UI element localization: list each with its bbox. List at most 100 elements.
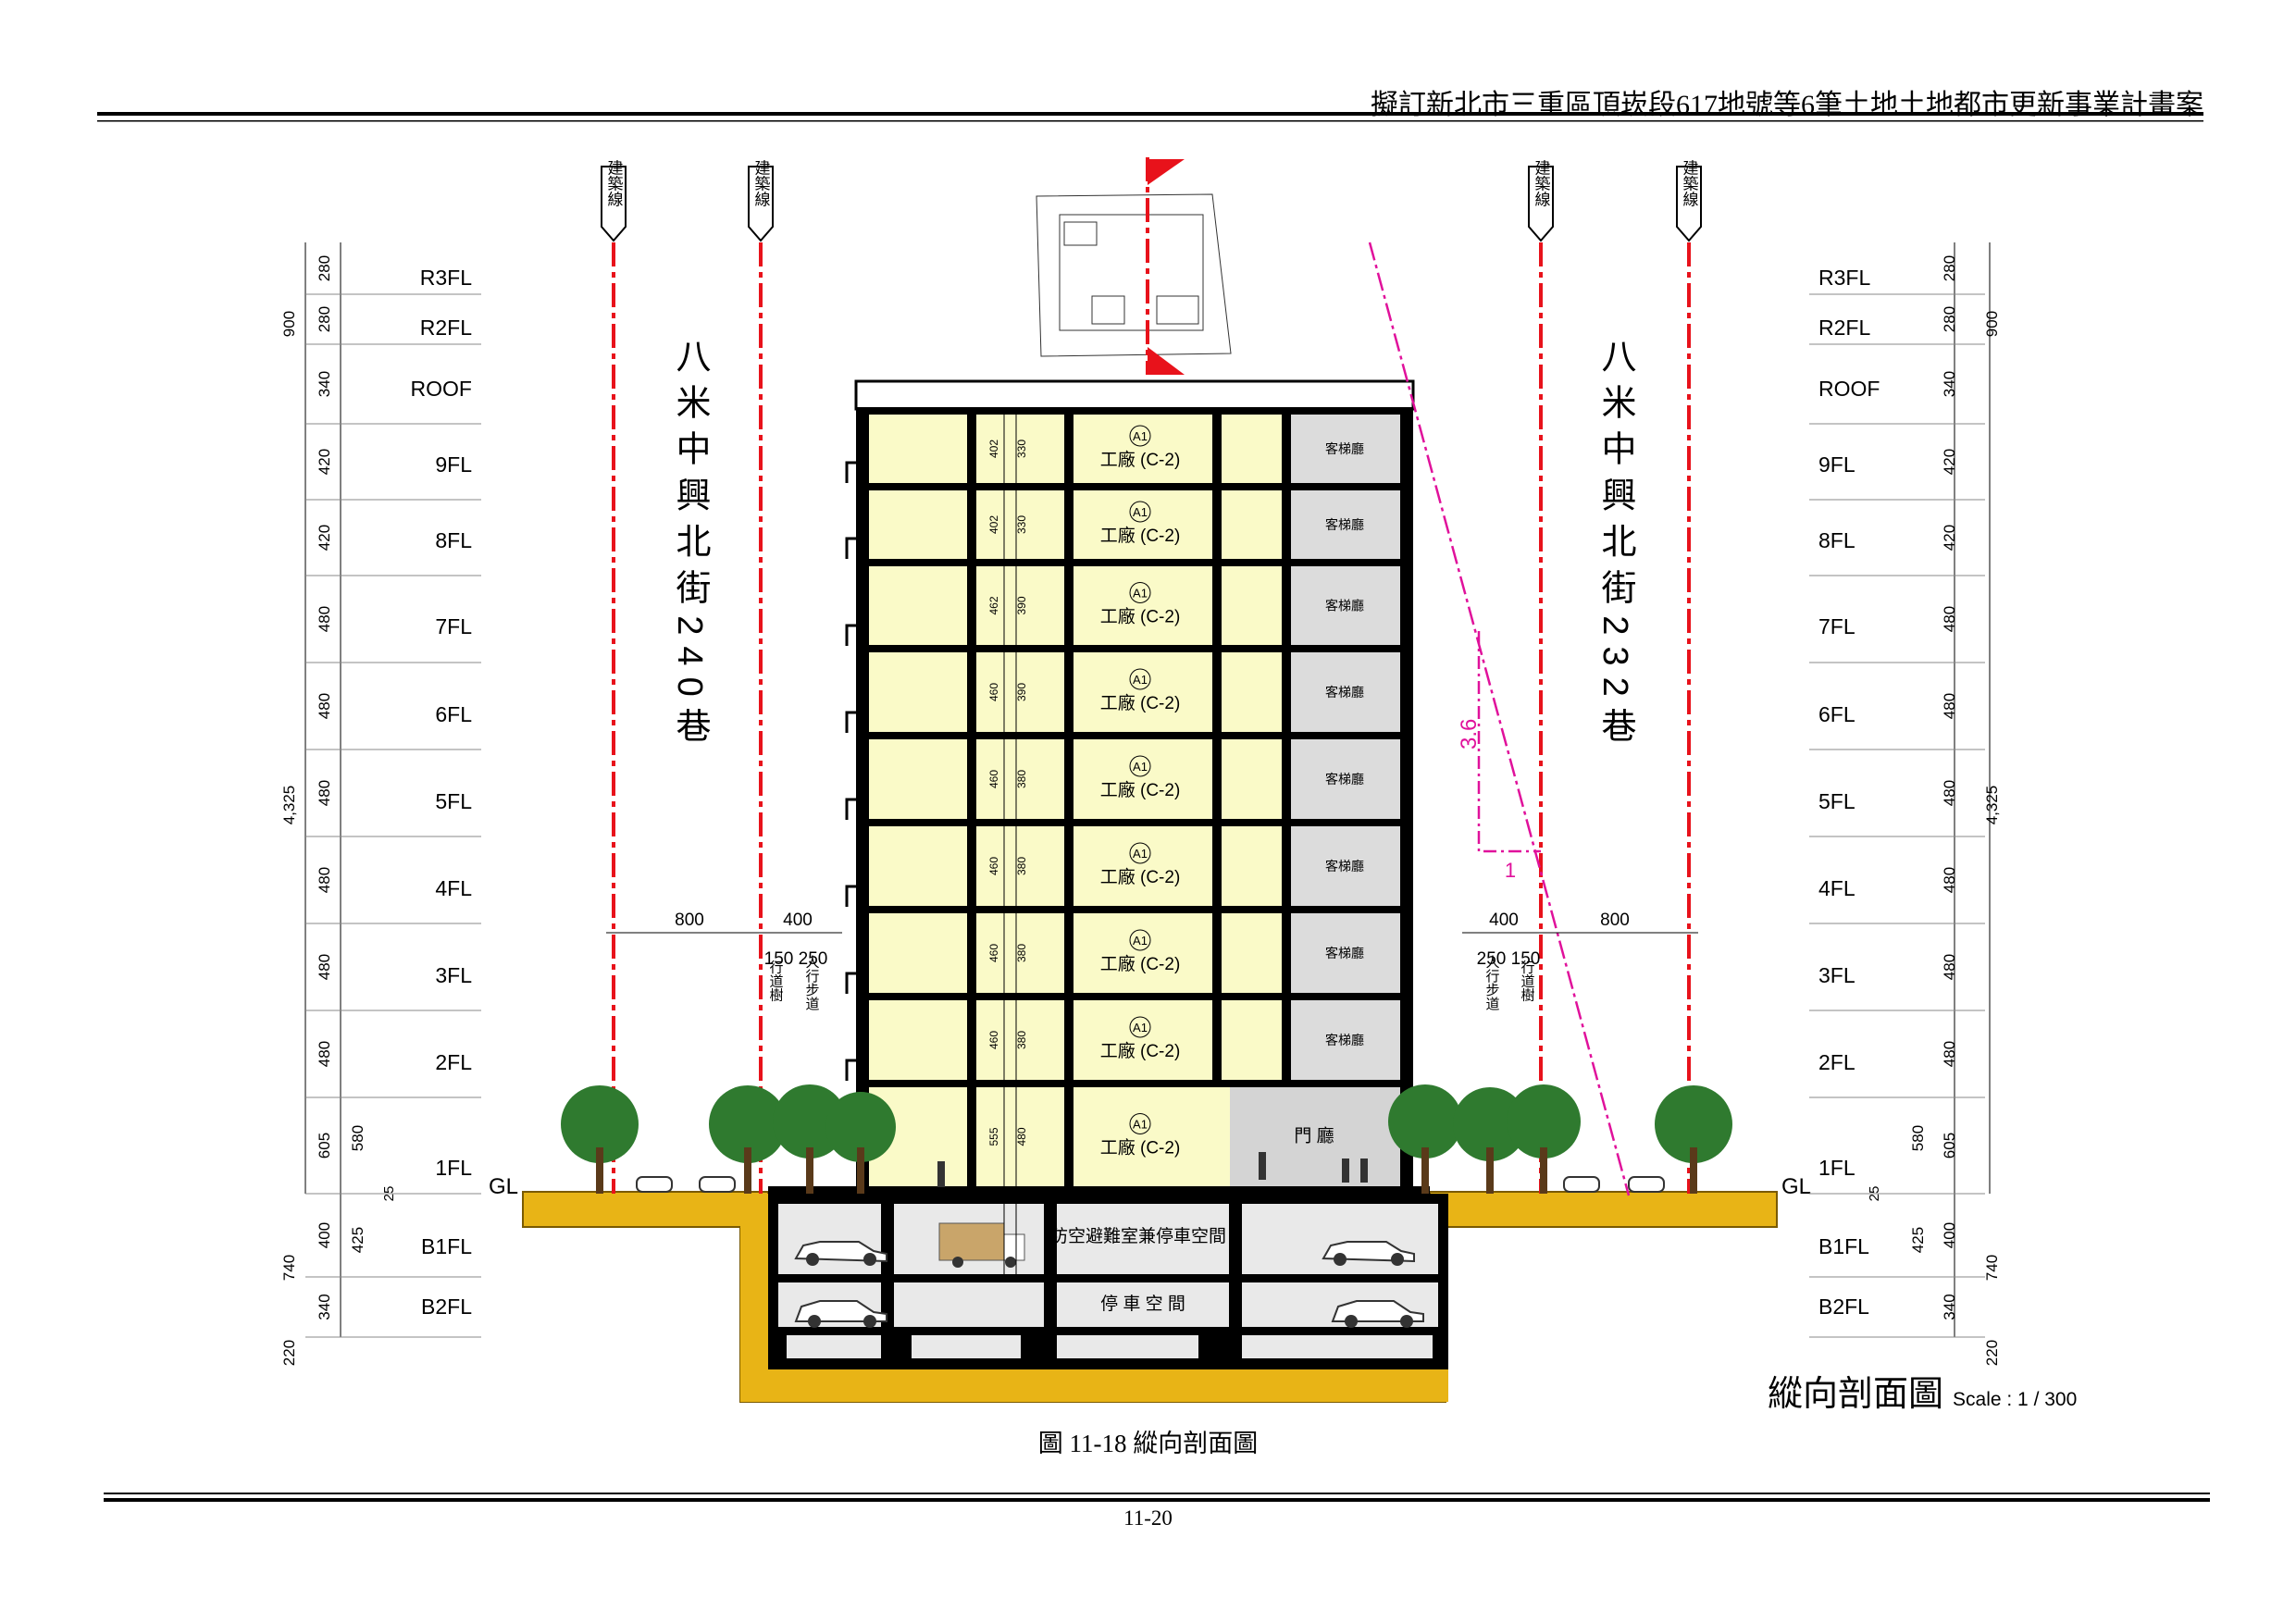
level-name: 2FL [435, 1050, 472, 1074]
level-dimension: 480 [1941, 1041, 1958, 1067]
unit-height-dim: 460 [987, 770, 1000, 788]
lobby-label: 客梯廳 [1325, 599, 1364, 613]
level-name: ROOF [1818, 377, 1880, 401]
building-line-tags [601, 166, 1702, 242]
level-name: 7FL [1818, 614, 1855, 638]
level-name: 5FL [435, 789, 472, 813]
unit-tag: A1 [1133, 1118, 1148, 1132]
level-dimension: 605 [1941, 1133, 1958, 1158]
level-name: 6FL [1818, 702, 1855, 726]
level-dimension: 400 [1941, 1222, 1958, 1248]
level-dimension: 280 [1941, 306, 1958, 332]
basement-car [794, 1241, 887, 1266]
unit-tag: A1 [1133, 760, 1148, 774]
unit-tag-circle [1129, 929, 1151, 951]
basement-truck [938, 1222, 1025, 1268]
unit-height-dim: 402 [987, 515, 1000, 534]
floor-slabs [768, 407, 1430, 1199]
level-dimension: 480 [316, 606, 333, 632]
figure-caption: 圖 11-18 縱向剖面圖 [1037, 1430, 1259, 1457]
basement-structure: 防空避難室兼停車空間 停 車 空 間 [776, 1202, 1440, 1360]
level-name: B1FL [421, 1234, 472, 1258]
level-name: R3FL [1818, 266, 1870, 290]
svg-text:建築線: 建築線 [752, 159, 771, 206]
unit-clear-dim: 330 [1015, 515, 1028, 534]
level-dimension: 480 [316, 780, 333, 806]
level-name: 1FL [1818, 1156, 1855, 1180]
unit-tag-circle [1129, 1113, 1151, 1134]
unit-height-dim: 402 [987, 440, 1000, 458]
setback-line [1368, 242, 1631, 1196]
lobby-label: 客梯廳 [1325, 517, 1364, 532]
level-name: 4FL [1818, 876, 1855, 900]
unit-use: 工廠 (C-2) [1100, 779, 1181, 800]
unit-tag-circle [1129, 425, 1151, 447]
unit-use: 工廠 (C-2) [1100, 1040, 1181, 1061]
level-name: 5FL [1818, 789, 1855, 813]
level-name: 7FL [435, 614, 472, 638]
basement-car [794, 1300, 887, 1328]
level-name: ROOF [411, 377, 472, 401]
key-plan [1036, 193, 1232, 357]
unit-tag-circle [1129, 582, 1151, 603]
level-name: 9FL [435, 452, 472, 477]
unit-use: 工廠 (C-2) [1100, 953, 1181, 974]
unit-use: 工廠 (C-2) [1100, 1137, 1181, 1158]
unit-clear-dim: 330 [1015, 440, 1028, 458]
drawing-title-label: 縱向剖面圖 [1768, 1375, 1944, 1414]
level-dimension: 340 [1941, 371, 1958, 397]
level-dimension: 480 [1941, 606, 1958, 632]
drawing-title: 縱向剖面圖 Scale : 1 / 300 [1768, 1365, 2077, 1416]
lobby-label: 客梯廳 [1325, 859, 1364, 873]
unit-tag: A1 [1133, 934, 1148, 948]
unit-height-dim: 460 [987, 944, 1000, 962]
bottom-dimension: 220 [280, 1340, 298, 1366]
unit-clear-dim: 480 [1015, 1127, 1028, 1146]
basement-car [1331, 1300, 1424, 1328]
unit-height-dim: 555 [987, 1127, 1000, 1146]
level-dimension: 480 [1941, 954, 1958, 980]
roof-group-dimension: 900 [1983, 311, 2001, 337]
unit-clear-dim: 380 [1015, 944, 1028, 962]
level-name: B2FL [1818, 1295, 1869, 1319]
level-dimension: 480 [316, 693, 333, 719]
svg-text:人行步道: 人行步道 [804, 955, 820, 1010]
setback-ratio-width: 1 [1505, 859, 1516, 882]
level-dimension: 480 [316, 867, 333, 893]
unit-tag-circle [1129, 755, 1151, 777]
sidewalk-dimensions: 800 400 150 250 400 800 250 150 行道樹 人行步道… [606, 911, 1698, 1010]
total-height-dimension: 4,325 [280, 786, 298, 825]
level-name: 4FL [435, 876, 472, 900]
bottom-dimension: 220 [1983, 1340, 2001, 1366]
unit-height-dim: 460 [987, 1031, 1000, 1049]
lobby-label: 客梯廳 [1325, 946, 1364, 960]
roof-group-dimension: 900 [280, 311, 298, 337]
unit-tag-circle [1129, 668, 1151, 690]
unit-tag: A1 [1133, 505, 1148, 519]
small-dimension: 25 [1867, 1186, 1882, 1202]
svg-text:行道樹: 行道樹 [768, 960, 784, 1002]
unit-clear-dim: 390 [1015, 683, 1028, 701]
lobby-label: 客梯廳 [1325, 772, 1364, 787]
unit-tag: A1 [1133, 587, 1148, 601]
level-name: R3FL [420, 266, 472, 290]
level-dimension: 605 [316, 1133, 333, 1158]
lobby-label: 客梯廳 [1325, 441, 1364, 456]
level-name: 2FL [1818, 1050, 1855, 1074]
basement-alt-dimension: 425 [1909, 1227, 1927, 1253]
level-dimension: 420 [316, 449, 333, 475]
level-dimension: 480 [316, 1041, 333, 1067]
svg-text:400: 400 [1489, 911, 1519, 930]
drawing-scale: Scale : 1 / 300 [1953, 1389, 2078, 1410]
unit-tag-circle [1129, 1016, 1151, 1038]
svg-text:人行步道: 人行步道 [1484, 955, 1500, 1010]
lobby-label: 客梯廳 [1325, 1033, 1364, 1047]
building-line-tag-labels: 建築線 建築線 建築線 建築線 [605, 159, 1699, 206]
unit-use: 工廠 (C-2) [1100, 449, 1181, 470]
setback-ratio-height: 3.6 [1457, 719, 1482, 750]
basement-total-dimension: 740 [1983, 1255, 2001, 1281]
unit-tag: A1 [1133, 673, 1148, 687]
ground-level-right: GL [1781, 1174, 1811, 1199]
svg-text:建築線: 建築線 [1533, 159, 1551, 206]
